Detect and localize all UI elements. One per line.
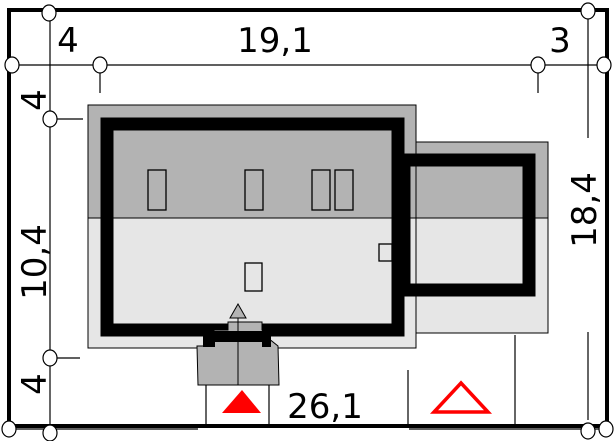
dim-house-depth: 10,4 (15, 224, 55, 300)
dim-house-width: 19,1 (237, 21, 313, 61)
garage-walls (397, 153, 536, 297)
dim-left-top-setback: 4 (15, 89, 55, 111)
roof-openings (147, 169, 393, 292)
dim-plot-width: 26,1 (287, 387, 363, 427)
dim-left-bottom-setback: 4 (15, 373, 55, 395)
entrance-porch (196, 302, 280, 386)
dim-plot-depth: 18,4 (565, 172, 605, 248)
entrance-marker-filled-triangle-icon (222, 390, 261, 413)
dim-top-left-setback: 4 (57, 21, 79, 61)
plot-border (7, 8, 609, 428)
dim-top-right-setback: 3 (549, 21, 571, 61)
garage-entrance-marker-outline-triangle-icon (429, 380, 493, 414)
